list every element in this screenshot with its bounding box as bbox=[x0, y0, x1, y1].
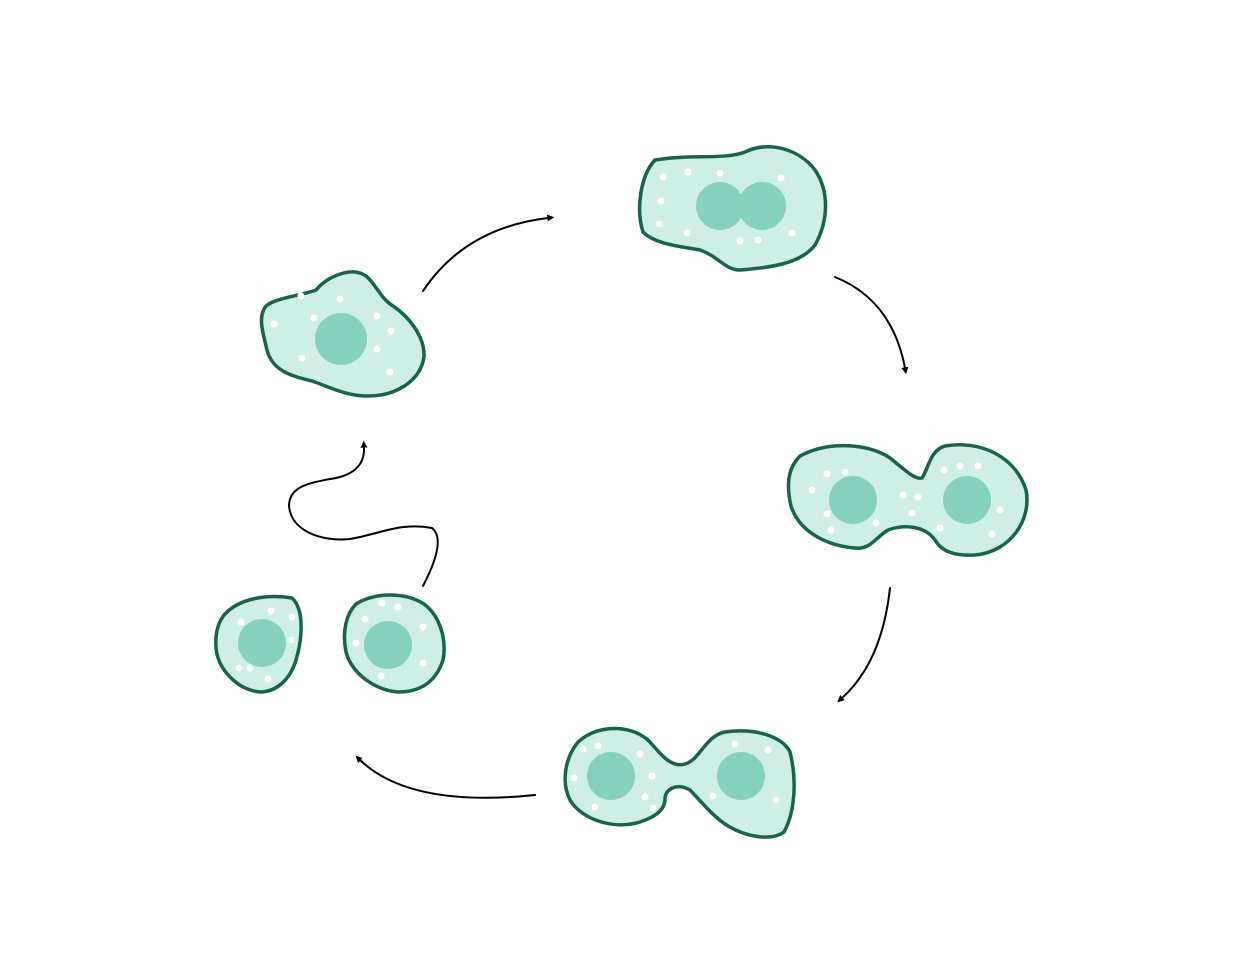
nucleus bbox=[238, 619, 286, 667]
arrow-late-cytokinesis-to-daughters bbox=[355, 755, 536, 799]
vacuoles bbox=[270, 292, 395, 376]
arrow-early-to-late-cytokinesis bbox=[837, 587, 891, 703]
arrow-interphase-to-nucleus-dividing bbox=[422, 214, 555, 292]
nucleus-left bbox=[587, 752, 635, 800]
nucleus-right bbox=[943, 476, 991, 524]
arrow-daughters-to-interphase bbox=[287, 440, 439, 587]
daughter-cell-right bbox=[342, 593, 446, 694]
interphase-cell bbox=[259, 270, 426, 398]
vacuoles bbox=[235, 607, 296, 683]
vacuoles bbox=[352, 599, 427, 680]
cycle-arrows bbox=[287, 214, 909, 799]
nucleus-dividing-cell bbox=[637, 145, 828, 272]
nucleus-right bbox=[717, 752, 765, 800]
nucleus-left bbox=[696, 182, 744, 230]
daughter-cells bbox=[214, 593, 446, 694]
daughter-cell-left bbox=[214, 594, 303, 694]
arrow-nucleus-dividing-to-early-cytokinesis bbox=[834, 276, 909, 375]
vacuoles bbox=[655, 168, 796, 245]
nucleus bbox=[315, 313, 367, 365]
nucleus-left bbox=[829, 476, 877, 524]
late-cytokinesis-cell bbox=[563, 726, 796, 839]
early-cytokinesis-cell bbox=[786, 443, 1029, 557]
nucleus bbox=[364, 621, 412, 669]
vacuoles bbox=[808, 462, 1004, 538]
nucleus-right bbox=[738, 182, 786, 230]
vacuoles bbox=[570, 740, 780, 812]
